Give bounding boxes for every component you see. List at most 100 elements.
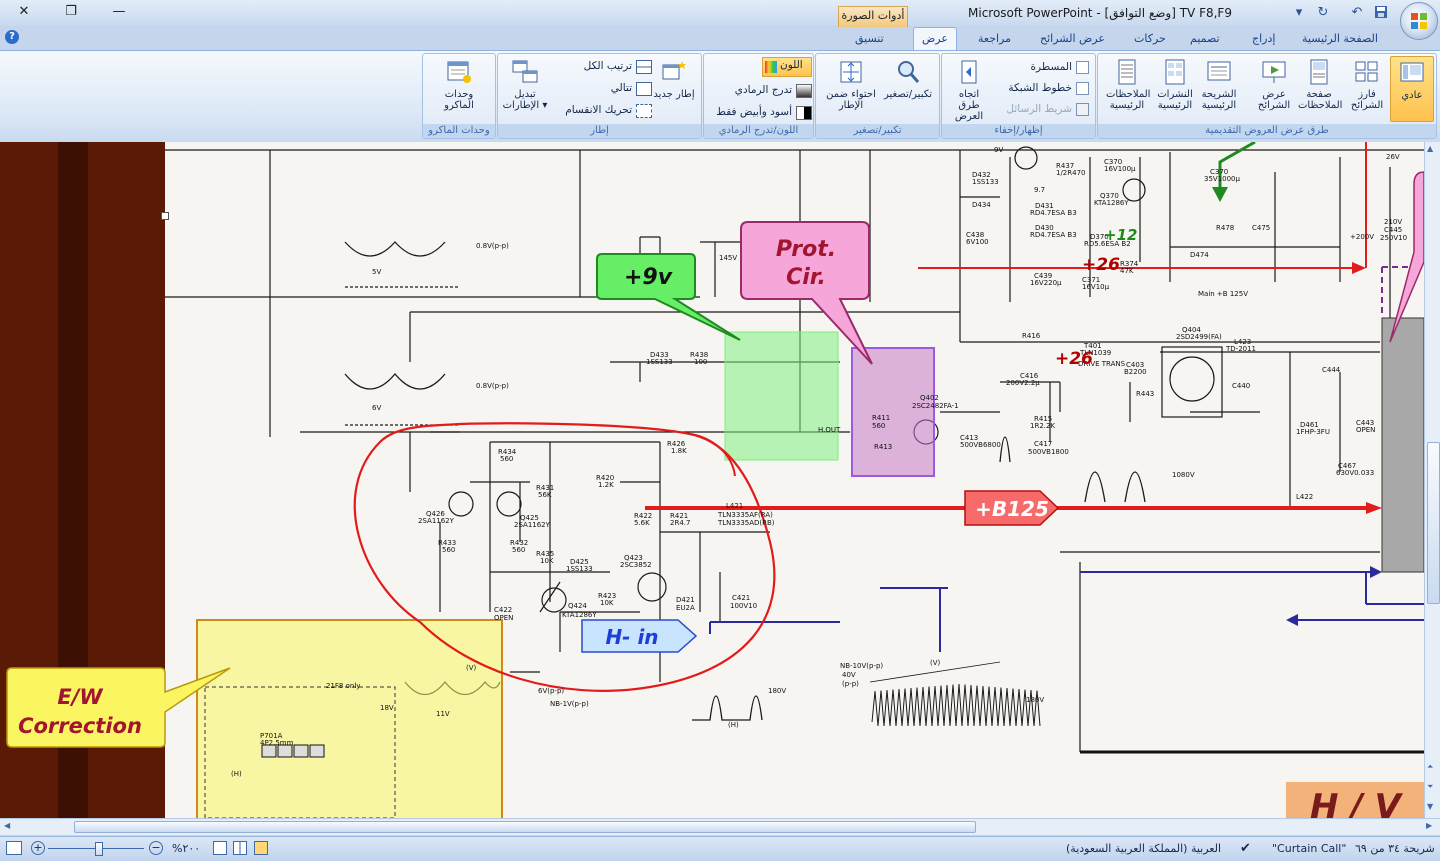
cascade-button[interactable]: تتالي	[610, 82, 632, 94]
horizontal-scroll-thumb[interactable]	[74, 821, 976, 833]
svg-text:H.OUT: H.OUT	[818, 426, 841, 434]
ruler-checkbox[interactable]	[1076, 61, 1089, 74]
tab-home[interactable]: الصفحة الرئيسية	[1302, 32, 1378, 45]
tab-view[interactable]: عرض	[913, 27, 957, 51]
group-label-color: اللون/تدرج الرمادي	[704, 124, 813, 138]
next-slide-icon[interactable]: ⏷	[1427, 782, 1434, 791]
customize-qat-icon[interactable]: ▾	[1295, 5, 1303, 20]
scroll-up-icon[interactable]: ▲	[1427, 144, 1434, 153]
svg-text:TLN3335AF(RA): TLN3335AF(RA)	[717, 511, 773, 519]
svg-text:2R4.7: 2R4.7	[670, 519, 690, 527]
notes-page-label: صفحة الملاحظات	[1298, 89, 1343, 111]
schematic-image[interactable]: Main +B 125V R437 1/2R470 C370 16V100µ Q…	[0, 142, 1424, 818]
office-button[interactable]	[1400, 2, 1438, 40]
new-window-button[interactable]: إطار جديد	[652, 56, 696, 120]
tab-animations[interactable]: حركات	[1134, 32, 1166, 45]
tab-insert[interactable]: إدراج	[1252, 32, 1276, 45]
zoom-level[interactable]: %٢٠٠	[172, 842, 201, 855]
repeat-icon[interactable]: ↻	[1317, 5, 1329, 20]
gridlines-checkbox[interactable]	[1076, 82, 1089, 95]
callout-9v-text: +9v	[624, 265, 673, 290]
normal-view-status-icon[interactable]	[254, 841, 268, 855]
svg-text:1080V: 1080V	[1172, 471, 1195, 479]
fit-slide-icon[interactable]	[6, 841, 22, 855]
tab-format[interactable]: تنسيق	[855, 32, 884, 45]
macros-button[interactable]: وحدات الماكرو	[435, 56, 483, 120]
color-button[interactable]: اللون	[762, 57, 812, 77]
vertical-scrollbar[interactable]: ▲ ⏶ ⏷ ▼	[1424, 142, 1440, 818]
slide-master-label: الشريحة الرئيسية	[1201, 89, 1237, 111]
bottom-right-panel	[1286, 782, 1424, 818]
restore-button[interactable]: ❐	[65, 4, 77, 19]
spell-check-icon[interactable]: ✔	[1240, 841, 1251, 856]
selection-handle[interactable]	[161, 212, 169, 220]
close-button[interactable]: ✕	[18, 4, 30, 19]
svg-text:C371: C371	[1082, 276, 1100, 284]
switch-windows-icon	[512, 60, 538, 83]
svg-text:D433: D433	[650, 351, 669, 359]
handout-master-button[interactable]: النشرات الرئيسية	[1154, 56, 1196, 120]
save-icon[interactable]	[1372, 5, 1390, 21]
slide-master-icon	[1207, 61, 1231, 81]
svg-text:D431: D431	[1035, 202, 1054, 210]
svg-text:500VB1800: 500VB1800	[1028, 448, 1069, 456]
tab-review[interactable]: مراجعة	[978, 32, 1012, 45]
svg-text:Q425: Q425	[520, 514, 539, 522]
scroll-right-icon[interactable]: ▶	[1426, 821, 1433, 830]
svg-text:26V: 26V	[1386, 153, 1400, 161]
prev-slide-icon[interactable]: ⏶	[1427, 762, 1434, 771]
vertical-scroll-thumb[interactable]	[1427, 442, 1440, 604]
black-white-icon	[796, 106, 812, 120]
zoom-button[interactable]: تكبير/تصغير	[882, 56, 934, 120]
slide-canvas[interactable]: Main +B 125V R437 1/2R470 C370 16V100µ Q…	[0, 142, 1424, 818]
svg-text:Q404: Q404	[1182, 326, 1201, 334]
svg-text:0.8V(p-p): 0.8V(p-p)	[476, 242, 509, 250]
switch-windows-button[interactable]: تبديل الإطارات ▾	[500, 56, 550, 120]
message-bar-checkbox[interactable]	[1076, 103, 1089, 116]
slide-master-button[interactable]: الشريحة الرئيسية	[1198, 56, 1240, 120]
label-plus-26-a: +26	[1055, 349, 1093, 369]
tab-design[interactable]: تصميم	[1190, 32, 1220, 45]
scroll-left-icon[interactable]: ◀	[4, 821, 11, 830]
view-direction-button[interactable]: اتجاه طرق العرض	[948, 56, 990, 122]
svg-text:R431: R431	[536, 484, 554, 492]
view-direction-label: اتجاه طرق العرض	[954, 89, 984, 122]
notes-master-button[interactable]: الملاحظات الرئيسية	[1106, 56, 1150, 120]
notes-page-button[interactable]: صفحة الملاحظات	[1298, 56, 1343, 120]
fit-to-window-button[interactable]: احتواء ضمن الإطار	[824, 56, 878, 120]
svg-text:500VB6800: 500VB6800	[960, 441, 1001, 449]
language-indicator[interactable]: العربية (المملكة العربية السعودية)	[1066, 842, 1222, 855]
slide-sorter-button[interactable]: فارز الشرائح	[1346, 56, 1388, 120]
scroll-down-icon[interactable]: ▼	[1427, 802, 1434, 811]
slide-show-status-icon[interactable]	[213, 841, 227, 855]
black-white-button[interactable]: أسود وأبيض فقط	[716, 106, 792, 118]
zoom-in-icon[interactable]: +	[31, 841, 45, 855]
notes-master-icon	[1118, 59, 1136, 85]
svg-text:D474: D474	[1190, 251, 1209, 259]
svg-text:C439: C439	[1034, 272, 1052, 280]
svg-text:C438: C438	[966, 231, 984, 239]
svg-text:10K: 10K	[540, 557, 554, 565]
slide-show-button[interactable]: عرض الشرائح	[1253, 56, 1295, 120]
new-window-icon	[662, 61, 686, 80]
tab-slide-show[interactable]: عرض الشرائح	[1040, 32, 1105, 45]
status-bar: شريحة ٣٤ من ٦٩ "Curtain Call" ✔ العربية …	[0, 836, 1440, 861]
horizontal-scrollbar[interactable]: ◀ ▶	[0, 818, 1440, 835]
svg-text:40V: 40V	[842, 671, 856, 679]
macros-icon	[447, 61, 471, 83]
office-logo-icon	[1411, 13, 1427, 29]
slide-sorter-status-icon[interactable]	[233, 841, 247, 855]
minimize-button[interactable]: —	[112, 4, 126, 19]
grayscale-button[interactable]: تدرج الرمادي	[734, 84, 792, 96]
help-icon[interactable]: ?	[5, 30, 19, 44]
svg-text:L422: L422	[1296, 493, 1313, 501]
svg-text:C421: C421	[732, 594, 750, 602]
zoom-out-icon[interactable]: −	[149, 841, 163, 855]
svg-text:180V: 180V	[1026, 696, 1044, 704]
normal-view-button[interactable]: عادي	[1390, 56, 1434, 122]
move-split-button[interactable]: تحريك الانقسام	[565, 104, 632, 116]
svg-text:C445: C445	[1384, 226, 1402, 234]
zoom-slider-thumb[interactable]	[94, 842, 103, 856]
arrange-all-button[interactable]: ترتيب الكل	[583, 60, 632, 72]
undo-icon[interactable]: ↶	[1351, 5, 1363, 20]
